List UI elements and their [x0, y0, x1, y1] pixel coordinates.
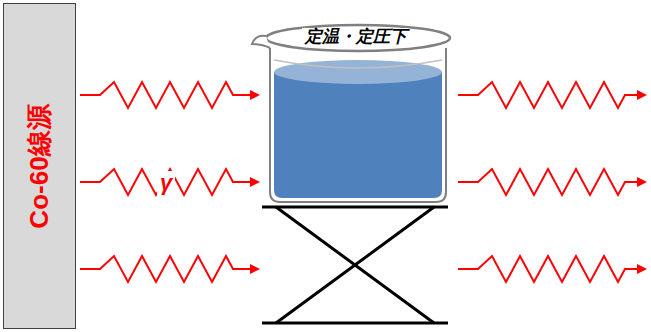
lab-jack	[262, 207, 448, 323]
gamma-label: γ	[157, 171, 175, 195]
gamma-wave	[458, 256, 645, 282]
gamma-wave	[80, 169, 258, 195]
beaker	[252, 25, 450, 202]
gamma-wave	[458, 82, 645, 108]
gamma-wave	[80, 82, 258, 108]
source-label: Co-60線源	[22, 104, 57, 228]
gamma-wave	[458, 169, 645, 195]
radiation-source: Co-60線源	[3, 3, 76, 329]
gamma-wave	[80, 256, 258, 282]
condition-label: 定温・定圧下	[302, 28, 410, 47]
